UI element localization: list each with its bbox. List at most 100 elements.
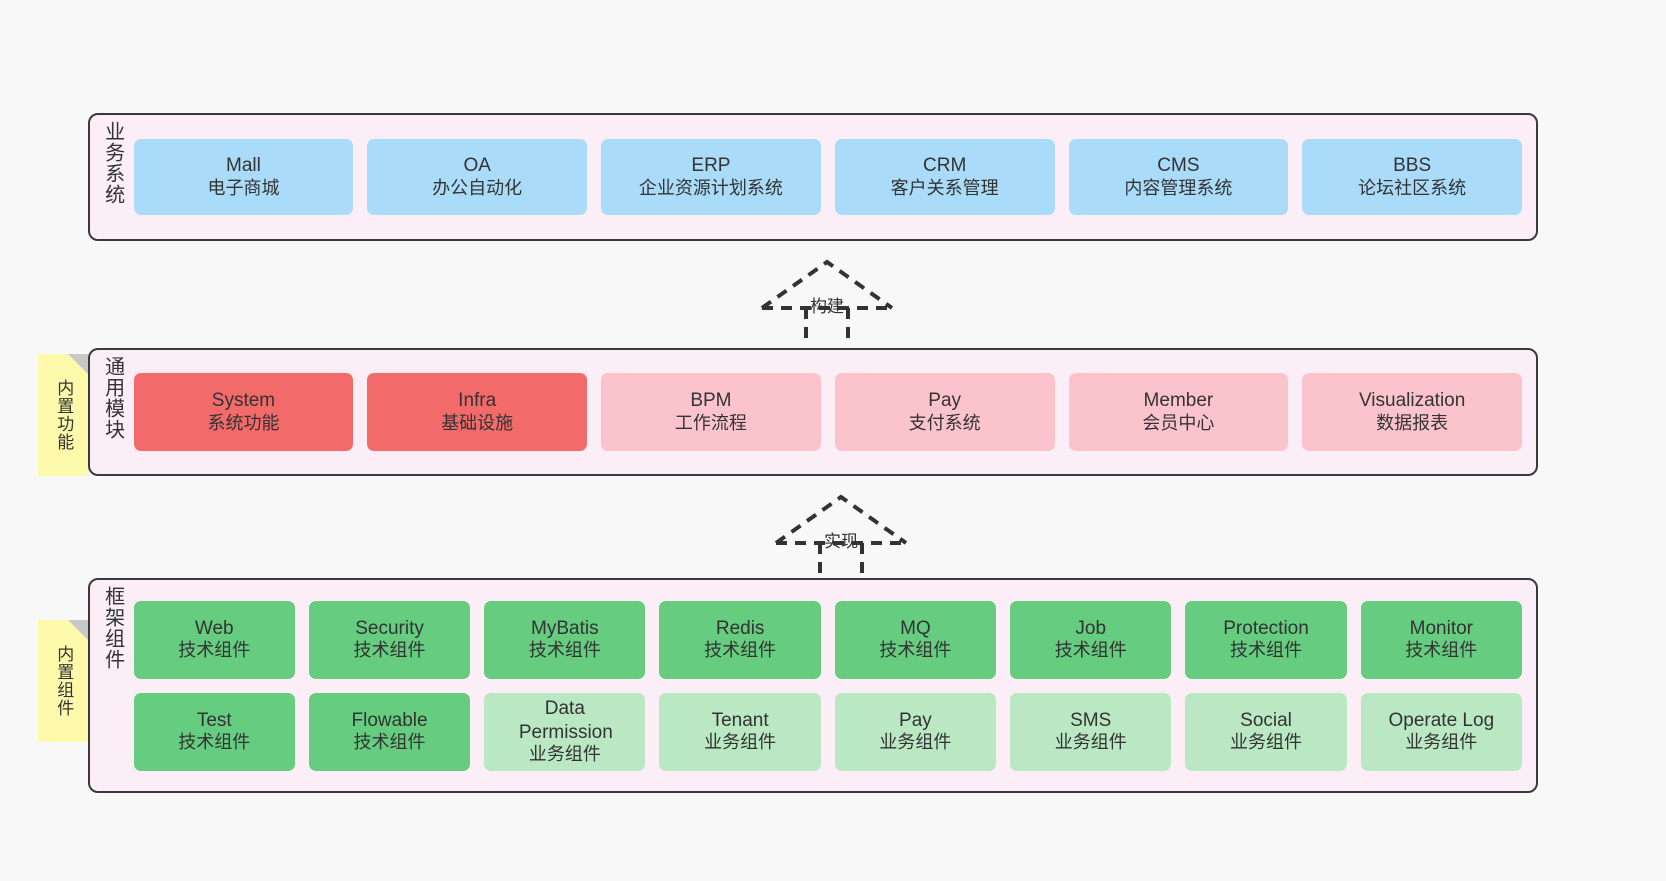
card-erp[interactable]: ERP 企业资源计划系统 [601, 139, 821, 215]
card-job-subtitle: 技术组件 [1054, 640, 1127, 661]
card-test-title: Test [196, 709, 232, 731]
note-fold-corner-icon [68, 354, 88, 374]
card-mq-subtitle: 技术组件 [879, 640, 952, 661]
card-operate-log[interactable]: Operate Log 业务组件 [1360, 692, 1522, 771]
card-tenant[interactable]: Tenant 业务组件 [659, 692, 821, 771]
card-crm[interactable]: CRM 客户关系管理 [834, 139, 1055, 215]
card-monitor-subtitle: 技术组件 [1405, 640, 1478, 661]
card-data-permission[interactable]: Data Permission 业务组件 [484, 692, 646, 771]
card-flowable-title: Flowable [351, 709, 428, 731]
card-system[interactable]: System 系统功能 [133, 373, 354, 451]
card-flowable-subtitle: 技术组件 [353, 732, 426, 753]
card-security-title: Security [355, 617, 424, 639]
card-system-subtitle: 系统功能 [207, 412, 280, 433]
card-job[interactable]: Job 技术组件 [1010, 600, 1172, 679]
card-erp-subtitle: 企业资源计划系统 [638, 177, 783, 198]
layer-framework-component: 框架组件 Web 技术组件 Security 技术组件 MyBatis 技术组 [88, 578, 1538, 793]
card-member-title: Member [1143, 390, 1214, 412]
card-sms-title: SMS [1070, 709, 1112, 731]
card-bpm[interactable]: BPM 工作流程 [601, 373, 821, 451]
card-data-permission-subtitle: 业务组件 [528, 743, 601, 764]
note-builtin-feature-text: 内置功能 [54, 379, 74, 451]
card-protection-title: Protection [1223, 617, 1309, 639]
card-bpm-title: BPM [690, 390, 732, 412]
card-social[interactable]: Social 业务组件 [1185, 692, 1347, 771]
card-mybatis-title: MyBatis [531, 617, 599, 639]
framework-card-row-tech: Web 技术组件 Security 技术组件 MyBatis 技术组件 Redi… [133, 600, 1522, 679]
card-pay-component[interactable]: Pay 业务组件 [834, 692, 997, 771]
framework-card-rows: Web 技术组件 Security 技术组件 MyBatis 技术组件 Redi… [133, 600, 1522, 771]
card-flowable[interactable]: Flowable 技术组件 [308, 692, 471, 771]
layer-body-framework-component: Web 技术组件 Security 技术组件 MyBatis 技术组件 Redi… [132, 580, 1536, 791]
card-job-title: Job [1075, 617, 1107, 639]
card-protection[interactable]: Protection 技术组件 [1185, 600, 1347, 679]
card-infra-title: Infra [458, 390, 497, 412]
card-protection-subtitle: 技术组件 [1230, 640, 1303, 661]
card-mall[interactable]: Mall 电子商城 [133, 139, 354, 215]
connector-build: 构建 [758, 258, 898, 343]
card-tenant-subtitle: 业务组件 [704, 732, 777, 753]
layer-title-business-system: 业务系统 [101, 121, 124, 205]
card-sms[interactable]: SMS 业务组件 [1010, 692, 1172, 771]
note-builtin-component: 内置组件 [38, 620, 88, 742]
card-pay-component-subtitle: 业务组件 [879, 732, 952, 753]
card-pay-module[interactable]: Pay 支付系统 [834, 373, 1055, 451]
card-mall-subtitle: 电子商城 [207, 177, 280, 198]
arrow-head-build [760, 259, 894, 310]
card-web-subtitle: 技术组件 [178, 640, 251, 661]
card-visualization[interactable]: Visualization 数据报表 [1302, 373, 1522, 451]
card-redis-subtitle: 技术组件 [704, 640, 777, 661]
card-oa-subtitle: 办公自动化 [432, 177, 523, 198]
card-infra-subtitle: 基础设施 [441, 412, 514, 433]
card-bbs-title: BBS [1393, 155, 1432, 177]
note-builtin-feature: 内置功能 [38, 354, 88, 476]
card-pay-component-title: Pay [899, 709, 932, 731]
connector-implement: 实现 [772, 493, 912, 578]
note-fold-corner-icon [68, 620, 88, 640]
card-cms-title: CMS [1157, 155, 1200, 177]
card-mybatis-subtitle: 技术组件 [528, 640, 601, 661]
connector-build-label: 构建 [810, 297, 844, 316]
card-cms-subtitle: 内容管理系统 [1124, 177, 1233, 198]
card-cms[interactable]: CMS 内容管理系统 [1068, 139, 1289, 215]
card-sms-subtitle: 业务组件 [1054, 732, 1127, 753]
layer-title-framework-component: 框架组件 [101, 586, 124, 670]
card-oa-title: OA [463, 155, 491, 177]
card-security-subtitle: 技术组件 [353, 640, 426, 661]
card-social-title: Social [1240, 709, 1292, 731]
connector-implement-label: 实现 [824, 532, 858, 551]
layer-title-common-module: 通用模块 [101, 356, 124, 440]
card-visualization-subtitle: 数据报表 [1376, 412, 1449, 433]
card-member-subtitle: 会员中心 [1142, 412, 1215, 433]
card-bpm-subtitle: 工作流程 [674, 412, 747, 433]
card-operate-log-title: Operate Log [1388, 709, 1495, 731]
card-web-title: Web [194, 617, 234, 639]
card-monitor[interactable]: Monitor 技术组件 [1360, 600, 1522, 679]
card-oa[interactable]: OA 办公自动化 [367, 139, 588, 215]
card-test[interactable]: Test 技术组件 [133, 692, 295, 771]
framework-card-row-biz: Test 技术组件 Flowable 技术组件 Data Permission … [133, 692, 1522, 771]
card-mq-title: MQ [900, 617, 931, 639]
card-security[interactable]: Security 技术组件 [308, 600, 471, 679]
layer-body-business-system: Mall 电子商城 OA 办公自动化 ERP 企业资源计划系统 CRM 客户关系… [132, 115, 1536, 239]
card-erp-title: ERP [691, 155, 731, 177]
card-data-permission-title: Data Permission [518, 698, 613, 743]
card-social-subtitle: 业务组件 [1230, 732, 1303, 753]
card-test-subtitle: 技术组件 [178, 732, 251, 753]
card-visualization-title: Visualization [1358, 390, 1466, 412]
card-member[interactable]: Member 会员中心 [1068, 373, 1289, 451]
card-redis-title: Redis [715, 617, 765, 639]
card-pay-module-title: Pay [928, 390, 962, 412]
card-tenant-title: Tenant [711, 709, 769, 731]
card-mq[interactable]: MQ 技术组件 [834, 600, 997, 679]
business-card-row: Mall 电子商城 OA 办公自动化 ERP 企业资源计划系统 CRM 客户关系… [133, 139, 1522, 215]
arrow-head-implement [774, 494, 908, 545]
card-redis[interactable]: Redis 技术组件 [659, 600, 821, 679]
card-mybatis[interactable]: MyBatis 技术组件 [484, 600, 646, 679]
card-infra[interactable]: Infra 基础设施 [367, 373, 588, 451]
card-crm-subtitle: 客户关系管理 [890, 177, 999, 198]
common-card-row: System 系统功能 Infra 基础设施 BPM 工作流程 Pay 支付系统… [133, 373, 1522, 451]
card-web[interactable]: Web 技术组件 [133, 600, 295, 679]
card-bbs[interactable]: BBS 论坛社区系统 [1302, 139, 1522, 215]
card-operate-log-subtitle: 业务组件 [1405, 732, 1478, 753]
